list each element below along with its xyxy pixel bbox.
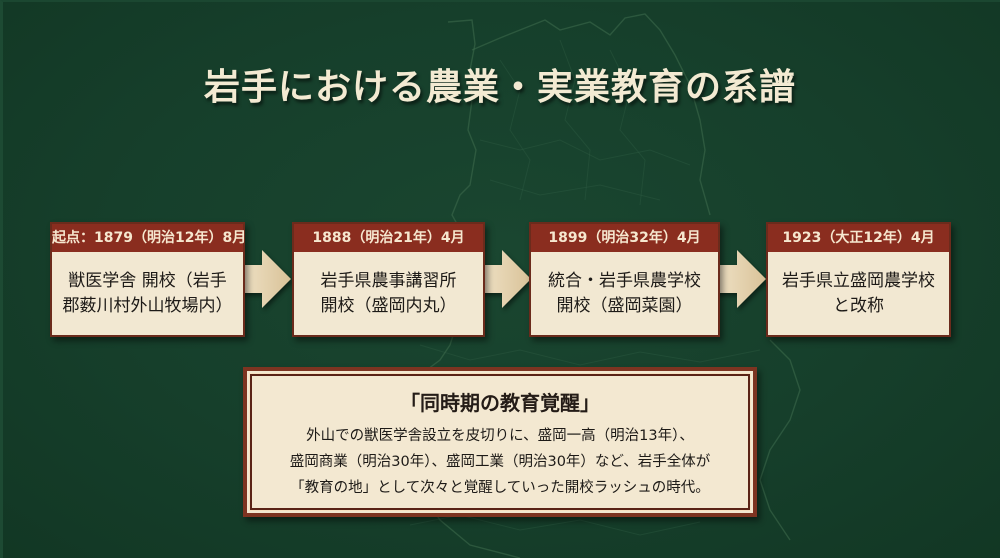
- step-description: 岩手県立盛岡農学校 と改称: [768, 252, 949, 335]
- page-title: 岩手における農業・実業教育の系譜: [203, 66, 796, 108]
- timeline-step-1923: 1923（大正12年）4月 岩手県立盛岡農学校 と改称: [766, 222, 951, 337]
- step-description: 岩手県農事講習所 開校（盛岡内丸）: [294, 252, 483, 335]
- right-arrow-icon: [234, 250, 291, 308]
- callout-box: 「同時期の教育覚醒」 外山での獣医学舎設立を皮切りに、盛岡一高（明治13年）、 …: [243, 367, 757, 517]
- step-date: 起点：1879（明治12年）8月: [52, 224, 246, 252]
- step-line: 開校（盛岡内丸）: [320, 295, 457, 316]
- step-line: 獣医学舎 開校（岩手: [68, 270, 227, 291]
- step-description: 統合・岩手県農学校 開校（盛岡菜園）: [531, 252, 718, 335]
- step-date: 1923（大正12年）4月: [768, 224, 949, 252]
- step-line: 岩手県立盛岡農学校: [782, 270, 935, 291]
- step-date: 1888（明治21年）4月: [294, 224, 483, 252]
- step-line: 郡薮川村外山牧場内）: [62, 295, 233, 316]
- callout-text: 外山での獣医学舎設立を皮切りに、盛岡一高（明治13年）、 盛岡商業（明治30年）…: [247, 423, 753, 501]
- step-line: 開校（盛岡菜園）: [556, 295, 693, 316]
- timeline-step-1888: 1888（明治21年）4月 岩手県農事講習所 開校（盛岡内丸）: [292, 222, 485, 337]
- step-description: 獣医学舎 開校（岩手 郡薮川村外山牧場内）: [52, 252, 243, 335]
- timeline-step-1879: 起点：1879（明治12年）8月 獣医学舎 開校（岩手 郡薮川村外山牧場内）: [50, 222, 246, 337]
- step-line: と改称: [833, 295, 884, 316]
- callout-line: 外山での獣医学舎設立を皮切りに、盛岡一高（明治13年）、: [306, 428, 694, 444]
- timeline-step-1899: 1899（明治32年）4月 統合・岩手県農学校 開校（盛岡菜園）: [529, 222, 720, 337]
- step-line: 岩手県農事講習所: [320, 270, 457, 291]
- callout-line: 「教育の地」として次々と覚醒していった開校ラッシュの時代。: [290, 480, 710, 496]
- step-line: 統合・岩手県農学校: [548, 270, 701, 291]
- right-arrow-icon: [709, 250, 766, 308]
- step-date: 1899（明治32年）4月: [531, 224, 718, 252]
- callout-line: 盛岡商業（明治30年）、盛岡工業（明治30年）など、岩手全体が: [289, 454, 711, 470]
- callout-title: 「同時期の教育覚醒」: [400, 391, 600, 415]
